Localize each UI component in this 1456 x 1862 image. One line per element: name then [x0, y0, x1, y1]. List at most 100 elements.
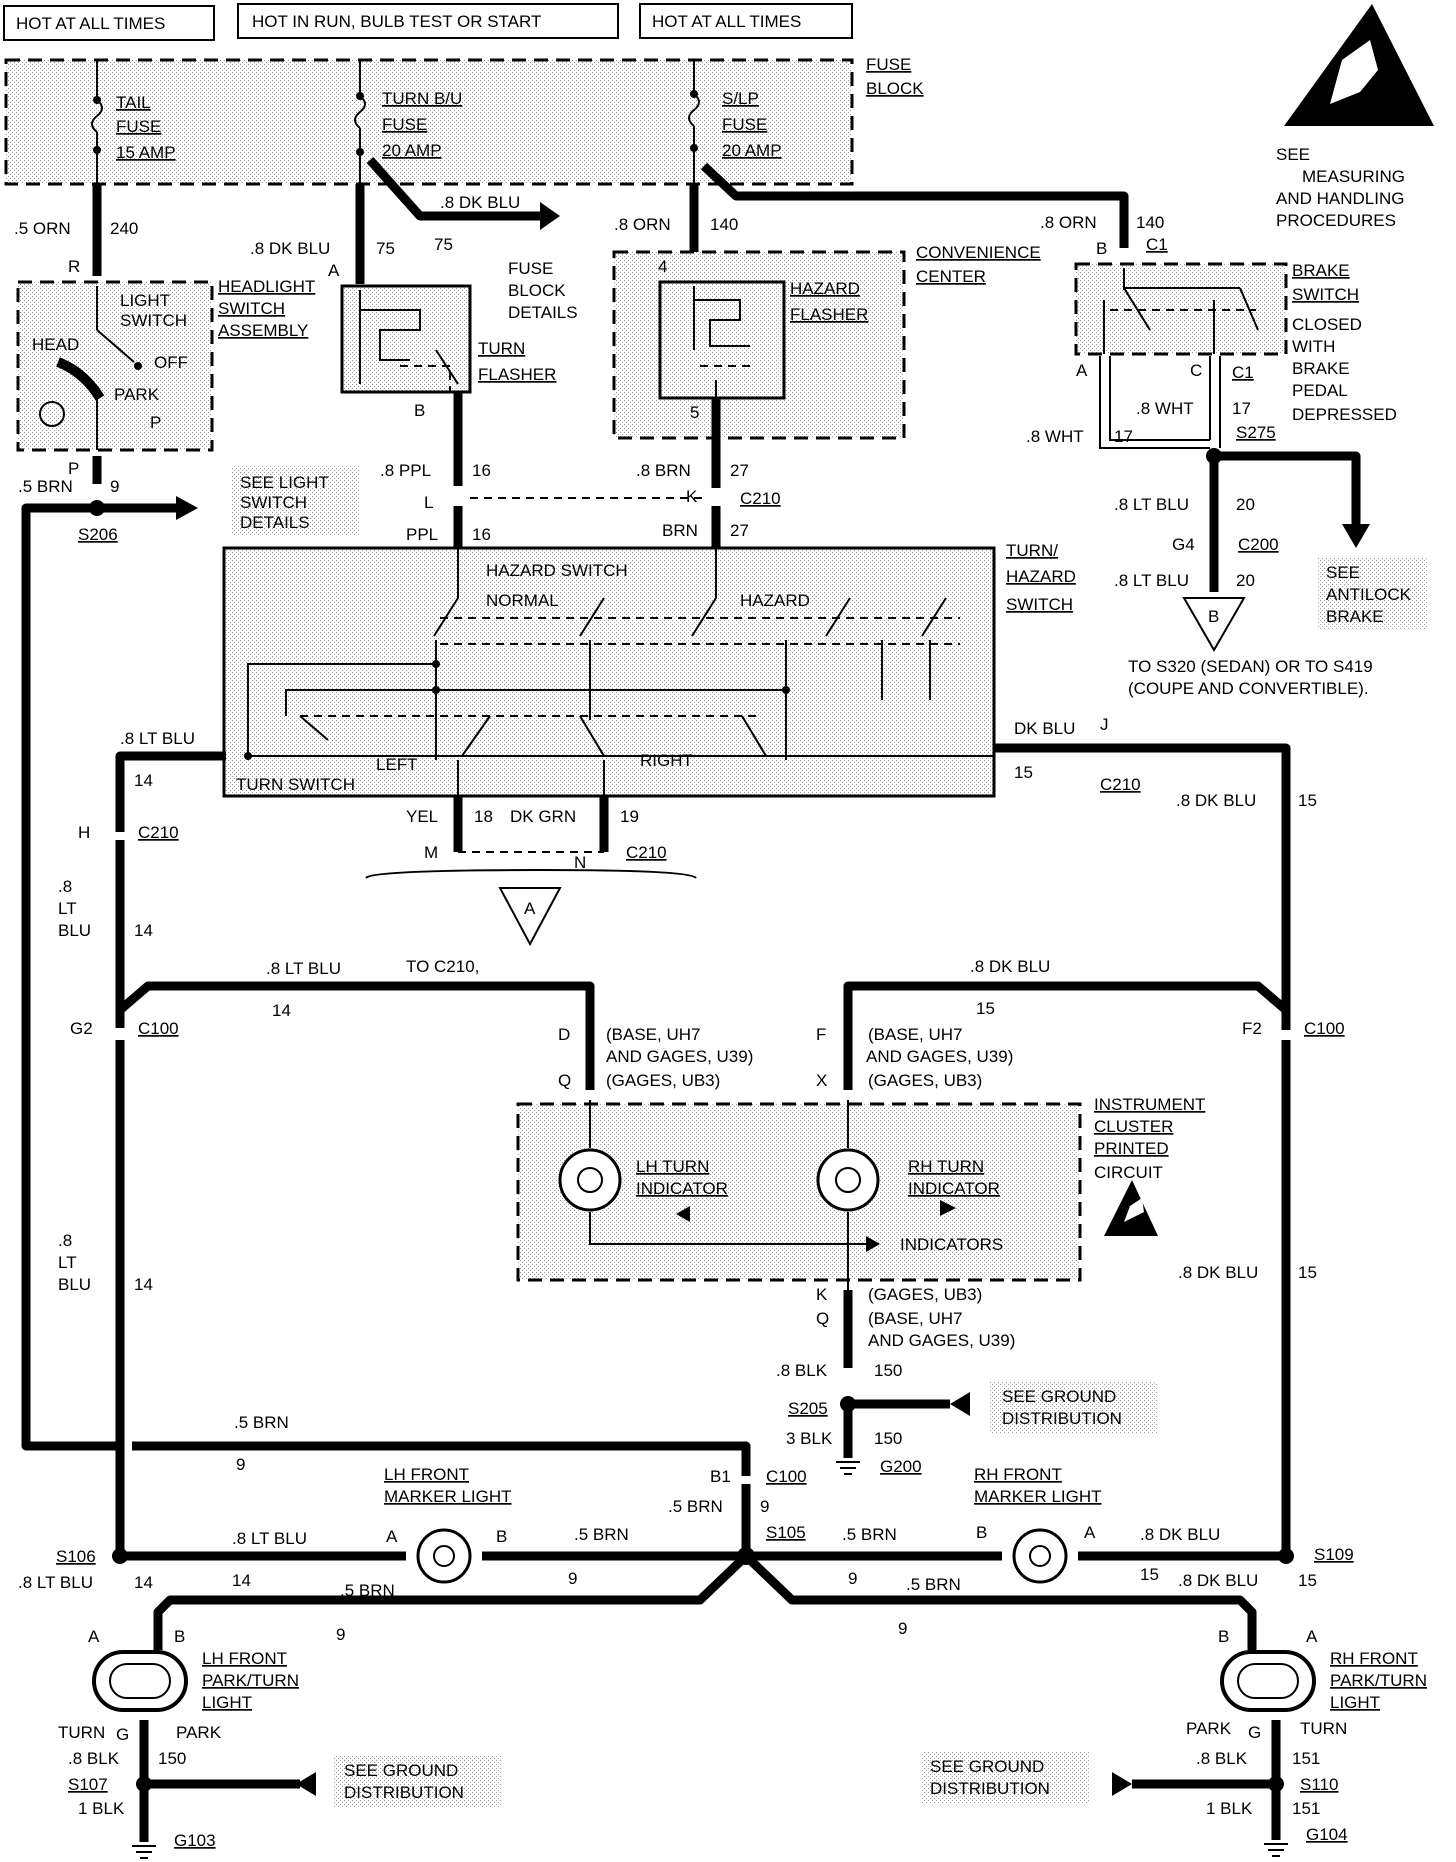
pin-f2: F2: [1242, 1019, 1262, 1038]
conn-c210-bottom: C210: [626, 843, 667, 862]
conn-c210-right: C210: [1100, 775, 1141, 794]
hazard-label: HAZARD: [740, 591, 810, 610]
conn-c100-mid: C100: [766, 1467, 807, 1486]
variant-d3: (GAGES, UB3): [606, 1071, 720, 1090]
right-arrow-icon: [940, 1200, 956, 1216]
off-label: OFF: [154, 353, 188, 372]
pin-b6: B: [1218, 1627, 1229, 1646]
wire-9-number-f: 9: [336, 1625, 345, 1644]
triangle-b-label: B: [1208, 607, 1219, 626]
hot-in-run-box: [237, 3, 619, 39]
headlamp-icon: [39, 401, 65, 427]
brake-note-5: DEPRESSED: [1292, 405, 1397, 424]
pin-l: L: [424, 493, 433, 512]
variant-k2: (BASE, UH7: [868, 1309, 962, 1328]
to-c210-label: TO C210,: [406, 957, 479, 976]
rh-marker-l2: MARKER LIGHT: [974, 1487, 1102, 1506]
park-label: PARK: [114, 385, 160, 404]
pin-g-left: G: [116, 1725, 129, 1744]
see-ground-2b: DISTRIBUTION: [344, 1783, 464, 1802]
wire-16-number-b: 16: [472, 525, 491, 544]
conn-c100-left: C100: [138, 1019, 179, 1038]
pin-q1: Q: [558, 1071, 571, 1090]
wire-20-number-b: 20: [1236, 571, 1255, 590]
pin-d: D: [558, 1025, 570, 1044]
fuse-block-title-2: BLOCK: [866, 79, 924, 98]
lh-turn-indicator-bulb: [558, 1100, 870, 1245]
conn-c1-top: C1: [1146, 235, 1168, 254]
cluster-esd-icon: [1104, 1180, 1158, 1236]
pin-a5: A: [88, 1627, 100, 1646]
see-ground-1b: DISTRIBUTION: [1002, 1409, 1122, 1428]
esd-warning-icon: [1284, 4, 1434, 126]
wire-140-number-b: 140: [1136, 213, 1164, 232]
off-page-a-triangle: [498, 887, 562, 947]
see-ground-3a: SEE GROUND: [930, 1757, 1044, 1776]
variant-d2: AND GAGES, U39): [606, 1047, 753, 1066]
pin-f: F: [816, 1025, 826, 1044]
rh-turn-indicator-l1: RH TURN: [908, 1157, 984, 1176]
turn-hazard-l1: TURN/: [1006, 541, 1058, 560]
wire-orn-140-label-a: .8 ORN: [614, 215, 671, 234]
pin-n: N: [574, 853, 586, 872]
wire-dkblu-75-label-b: .8 DK BLU: [440, 193, 520, 212]
ground-dist-arrow-1: [950, 1392, 970, 1416]
turn-hazard-switch: [222, 546, 996, 798]
wire-15-number-d: 15: [1298, 1263, 1317, 1282]
wire-blk-151a-label: .8 BLK: [1196, 1749, 1248, 1768]
rh-park-turn-bulb: [1220, 1650, 1316, 1712]
variant-f1: (BASE, UH7: [868, 1025, 962, 1044]
lh-marker-l1: LH FRONT: [384, 1465, 469, 1484]
fuse-block: [4, 58, 854, 186]
pin-k2: K: [816, 1285, 828, 1304]
wire-dkblu-15-label-a: DK BLU: [1014, 719, 1075, 738]
header-hot-run: HOT IN RUN, BULB TEST OR START: [252, 12, 541, 31]
lh-park-turn-l1: LH FRONT: [202, 1649, 287, 1668]
wire-151-number-b: 151: [1292, 1799, 1320, 1818]
conn-c1-bottom: C1: [1232, 363, 1254, 382]
conn-c100-right: C100: [1304, 1019, 1345, 1038]
see-ground-panel-3: [922, 1752, 1090, 1804]
wire-17-number-a: 17: [1114, 427, 1133, 446]
splice-s106-label: S106: [56, 1547, 96, 1566]
slp-fuse-symbol: [688, 60, 700, 184]
ground-g103-label: G103: [174, 1831, 216, 1850]
wire-yel-label: YEL: [406, 807, 438, 826]
to-s320-1: TO S320 (SEDAN) OR TO S419: [1128, 657, 1373, 676]
left-label: LEFT: [376, 755, 418, 774]
esd-note-1: SEE: [1276, 145, 1310, 164]
pin-a-flasher: A: [328, 261, 340, 280]
brake-switch-contacts: [1103, 268, 1259, 354]
convenience-center-l1: CONVENIENCE: [916, 243, 1041, 262]
wire-dkblu-15-right: [994, 743, 1291, 1030]
wire-brn-9-label-a: .5 BRN: [18, 477, 73, 496]
wire-brn-9-to-rh-park: [742, 1552, 1257, 1650]
wire-14-number-b: 14: [134, 921, 153, 940]
light-switch-contacts: [39, 286, 142, 450]
turn-switch-label: TURN SWITCH: [236, 775, 355, 794]
wire-wht-17-label-a: .8 WHT: [1026, 427, 1084, 446]
see-ground-panel-1: [990, 1382, 1158, 1434]
pin-c-brake: C: [1190, 361, 1202, 380]
pin-4: 4: [658, 257, 667, 276]
pin-h: H: [78, 823, 90, 842]
splice-s109: [1278, 1548, 1294, 1564]
splice-s205-label: S205: [788, 1399, 828, 1418]
wire-27-number-a: 27: [730, 461, 749, 480]
wire-9-number-b: 9: [236, 1455, 245, 1474]
fuse-block-details-3: DETAILS: [508, 303, 578, 322]
wire-ltblu-14e-label: .8 LT BLU: [232, 1529, 307, 1548]
lh-park-turn-l3: LIGHT: [202, 1693, 252, 1712]
wire-14-number-c: 14: [272, 1001, 291, 1020]
wire-16-number-a: 16: [472, 461, 491, 480]
see-antilock-1: SEE: [1326, 563, 1360, 582]
headlight-switch-assembly: [16, 280, 214, 452]
wire-151-number-a: 151: [1292, 1749, 1320, 1768]
wire-dkblu-75-label-a: .8 DK BLU: [250, 239, 330, 258]
variant-k3: AND GAGES, U39): [868, 1331, 1015, 1350]
wire-9-number-a: 9: [110, 477, 119, 496]
pin-j: J: [1100, 715, 1109, 734]
rh-park-label: PARK: [1186, 1719, 1232, 1738]
ground-g104-label: G104: [1306, 1825, 1348, 1844]
pin-b5: B: [174, 1627, 185, 1646]
